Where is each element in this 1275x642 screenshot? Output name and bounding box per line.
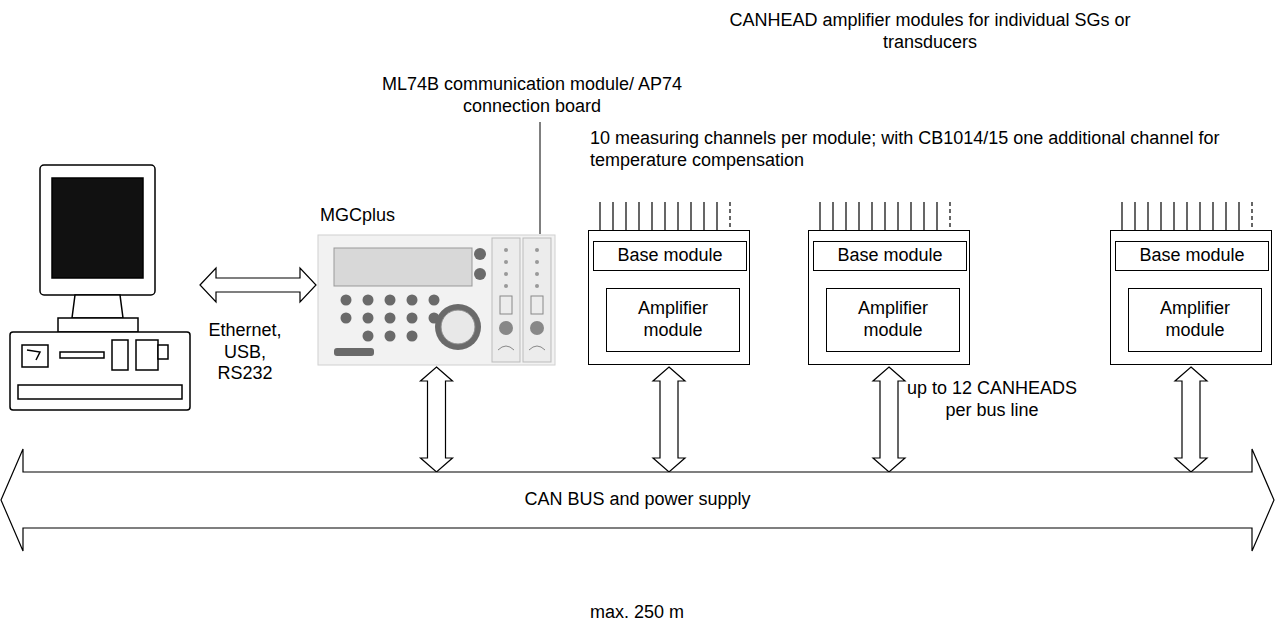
- channel-pin: [1251, 202, 1252, 230]
- channel-pin: [858, 202, 859, 230]
- channel-pin: [897, 202, 898, 230]
- mgcplus-unit: MGCplus: [318, 235, 555, 365]
- channel-pin: [949, 202, 950, 230]
- module-label: Amplifier module: [1133, 298, 1257, 341]
- channel-pin: [599, 202, 600, 230]
- module-box: Amplifier module: [606, 288, 740, 352]
- interface-arrow: [200, 268, 316, 302]
- module-label: Base module: [1139, 245, 1244, 267]
- channel-pin: [690, 202, 691, 230]
- note-label: 10 measuring channels per module; with C…: [590, 128, 1270, 171]
- channel-pin: [871, 202, 872, 230]
- callout-label: ML74B communication module/ AP74 connect…: [372, 74, 692, 117]
- module-box: Base module: [593, 241, 747, 271]
- channel-pin: [1134, 202, 1135, 230]
- device-name: MGCplus: [320, 205, 395, 227]
- channel-pin: [1121, 202, 1122, 230]
- can-bus-arrow: CAN BUS and power supply: [0, 448, 1275, 552]
- channel-pin: [910, 202, 911, 230]
- module-box: Base module: [813, 241, 967, 271]
- bus-connection-arrow: [873, 367, 905, 472]
- mgcplus-device: [318, 235, 555, 365]
- module-label: Amplifier module: [611, 298, 735, 341]
- channel-pin: [1173, 202, 1174, 230]
- channel-pin: [625, 202, 626, 230]
- channel-pin: [651, 202, 652, 230]
- bus-connection-arrow: [1175, 367, 1207, 472]
- channel-pin: [1160, 202, 1161, 230]
- bus-connection-arrow: [653, 367, 685, 472]
- channel-pin: [638, 202, 639, 230]
- channel-pin: [729, 202, 730, 230]
- canhead-module: Base moduleAmplifier module: [808, 230, 970, 365]
- note-label: max. 250 m: [537, 602, 737, 624]
- channel-pin: [884, 202, 885, 230]
- module-box: Amplifier module: [1128, 288, 1262, 352]
- channel-pin: [1186, 202, 1187, 230]
- canhead-module: Base moduleAmplifier module: [1110, 230, 1272, 365]
- module-label: Base module: [837, 245, 942, 267]
- note-label: up to 12 CANHEADS per bus line: [902, 378, 1082, 421]
- module-box: Base module: [1115, 241, 1269, 271]
- module-label: Amplifier module: [831, 298, 955, 341]
- channel-pin: [1225, 202, 1226, 230]
- channel-pin: [703, 202, 704, 230]
- pc-illustration: [10, 165, 190, 410]
- channel-pin: [716, 202, 717, 230]
- channel-pin: [845, 202, 846, 230]
- note-label: Ethernet, USB, RS232: [204, 320, 286, 385]
- channel-pin: [677, 202, 678, 230]
- channel-pin: [832, 202, 833, 230]
- channel-pin: [1212, 202, 1213, 230]
- note-label: CANHEAD amplifier modules for individual…: [690, 10, 1170, 53]
- bus-connection-arrow: [421, 367, 453, 472]
- channel-pin: [664, 202, 665, 230]
- channel-pin: [612, 202, 613, 230]
- channel-pins: [600, 202, 1252, 230]
- bus-label: CAN BUS and power supply: [524, 489, 750, 511]
- channel-pin: [936, 202, 937, 230]
- channel-pin: [819, 202, 820, 230]
- channel-pin: [923, 202, 924, 230]
- channel-pin: [1147, 202, 1148, 230]
- module-label: Base module: [617, 245, 722, 267]
- module-box: Amplifier module: [826, 288, 960, 352]
- canhead-module: Base moduleAmplifier module: [588, 230, 750, 365]
- leader-line: [540, 122, 541, 234]
- channel-pin: [1238, 202, 1239, 230]
- channel-pin: [1199, 202, 1200, 230]
